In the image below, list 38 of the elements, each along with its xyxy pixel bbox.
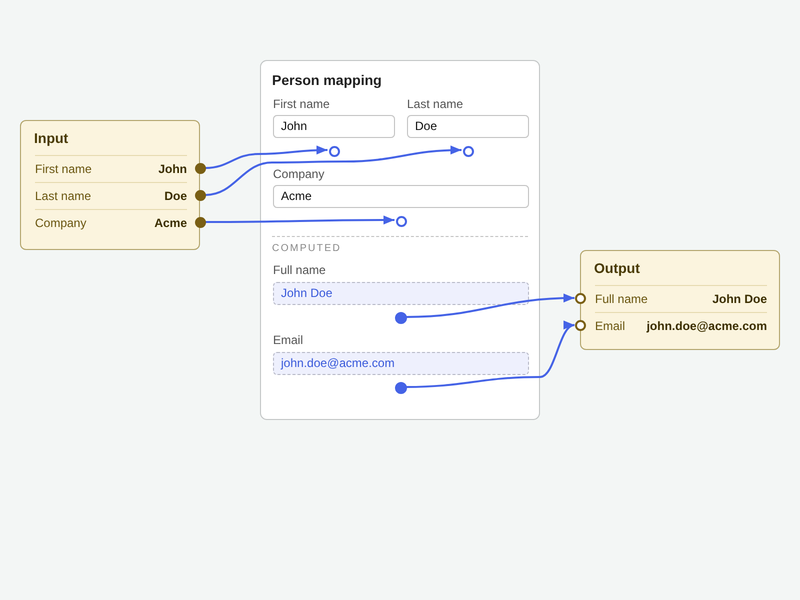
connector-arrow: [406, 324, 575, 388]
node-card: [20, 120, 200, 250]
field-label: Full name: [595, 291, 648, 308]
field-label: Company: [35, 215, 86, 232]
connector-port: [396, 216, 406, 226]
field-label: Email: [273, 332, 304, 348]
connector-arrow: [406, 294, 575, 318]
connector-port: [328, 146, 340, 156]
field-value: John: [158, 161, 187, 178]
field-label: Email: [595, 318, 626, 335]
connector-port: [462, 146, 474, 156]
mapping-panel: [260, 60, 540, 420]
connector-port: [574, 292, 586, 304]
field-label: First name: [35, 161, 92, 178]
connector-arrow: [206, 216, 394, 225]
node-title: Input: [34, 130, 68, 146]
connector-port: [574, 320, 586, 330]
field-value: Acme: [154, 215, 187, 232]
connector-arrow: [205, 146, 462, 196]
field-label: Full name: [273, 262, 326, 278]
connector-port: [395, 382, 407, 394]
connector-port: [395, 312, 407, 324]
field-value: Doe: [164, 188, 187, 205]
node-card: [580, 250, 780, 350]
input-field: John: [273, 115, 395, 138]
panel-title: Person mapping: [272, 72, 382, 88]
computed-field: John Doe: [273, 282, 529, 305]
field-label: Company: [273, 166, 324, 182]
field-label: First name: [273, 96, 330, 112]
input-field: Acme: [273, 185, 529, 208]
computed-field: john.doe@acme.com: [273, 352, 529, 375]
section-label: COMPUTED: [272, 243, 342, 255]
field-value: John Doe: [712, 291, 767, 308]
field-value: john.doe@acme.com: [646, 318, 767, 335]
node-title: Output: [594, 260, 640, 276]
field-label: Last name: [35, 188, 92, 205]
field-label: Last name: [407, 96, 464, 112]
input-field: Doe: [407, 115, 529, 138]
